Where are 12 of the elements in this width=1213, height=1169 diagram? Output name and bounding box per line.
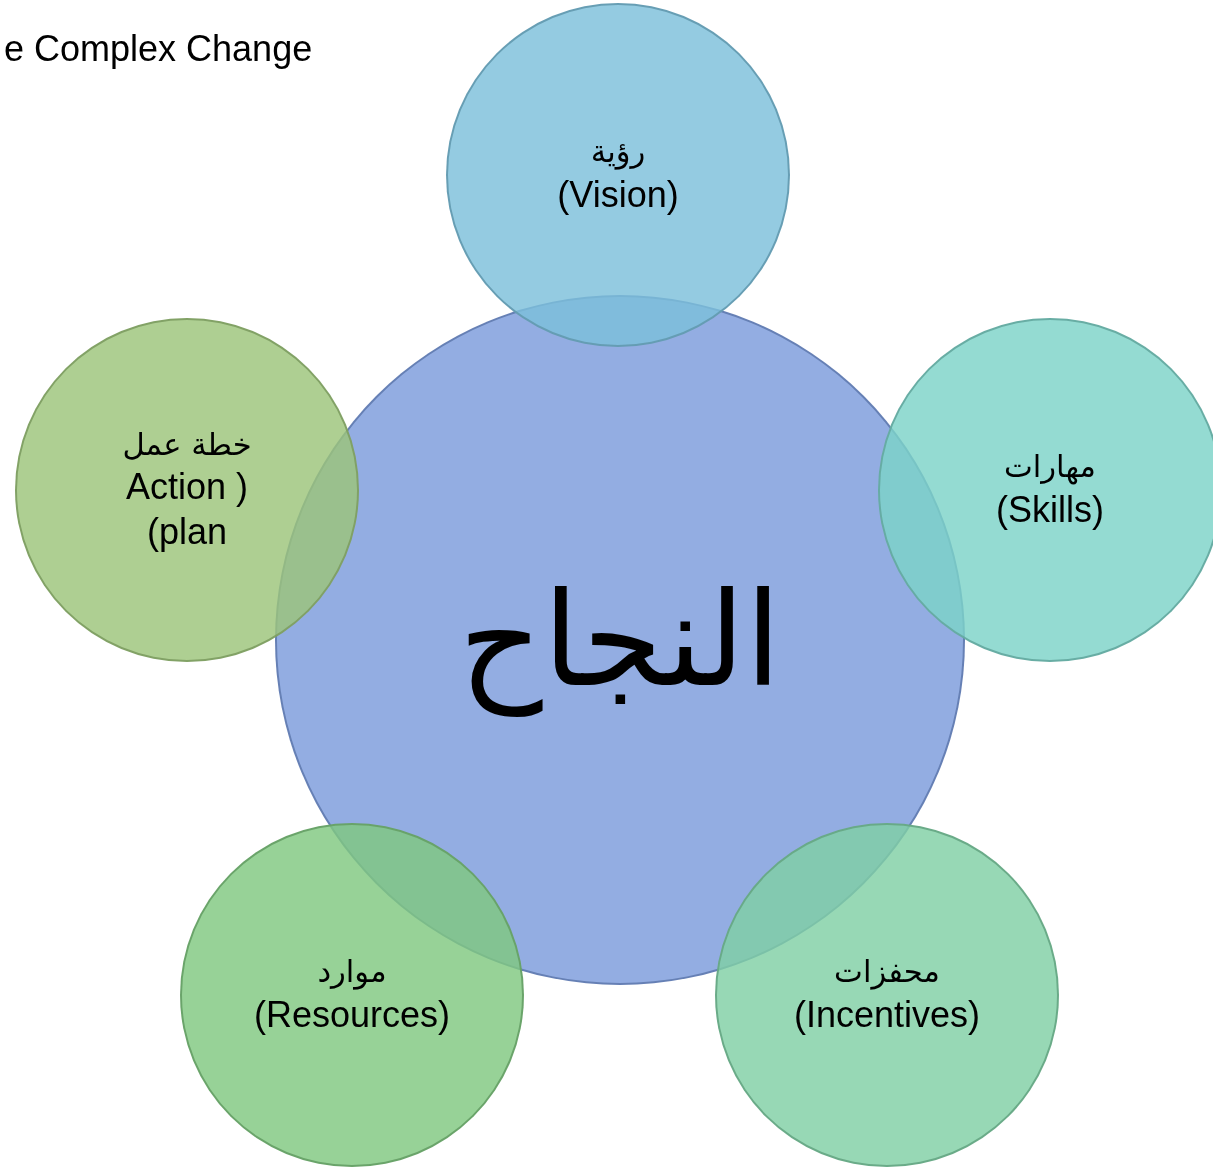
english-label: (Vision)	[557, 172, 679, 217]
english-label: (Resources)	[253, 992, 451, 1037]
english-label: (Incentives)	[793, 992, 981, 1037]
title: e Complex Change	[4, 28, 313, 70]
english-label: (Skills)	[996, 487, 1104, 532]
arabic-label: النجاح	[458, 562, 782, 719]
arabic-label: مهارات	[1004, 448, 1096, 487]
english-label: Action ) (plan	[124, 465, 249, 555]
arabic-label: رؤية	[590, 133, 646, 172]
arabic-label: محفزات	[834, 953, 940, 992]
arabic-label: موارد	[317, 953, 387, 992]
arabic-label: خطة عمل	[122, 425, 252, 464]
